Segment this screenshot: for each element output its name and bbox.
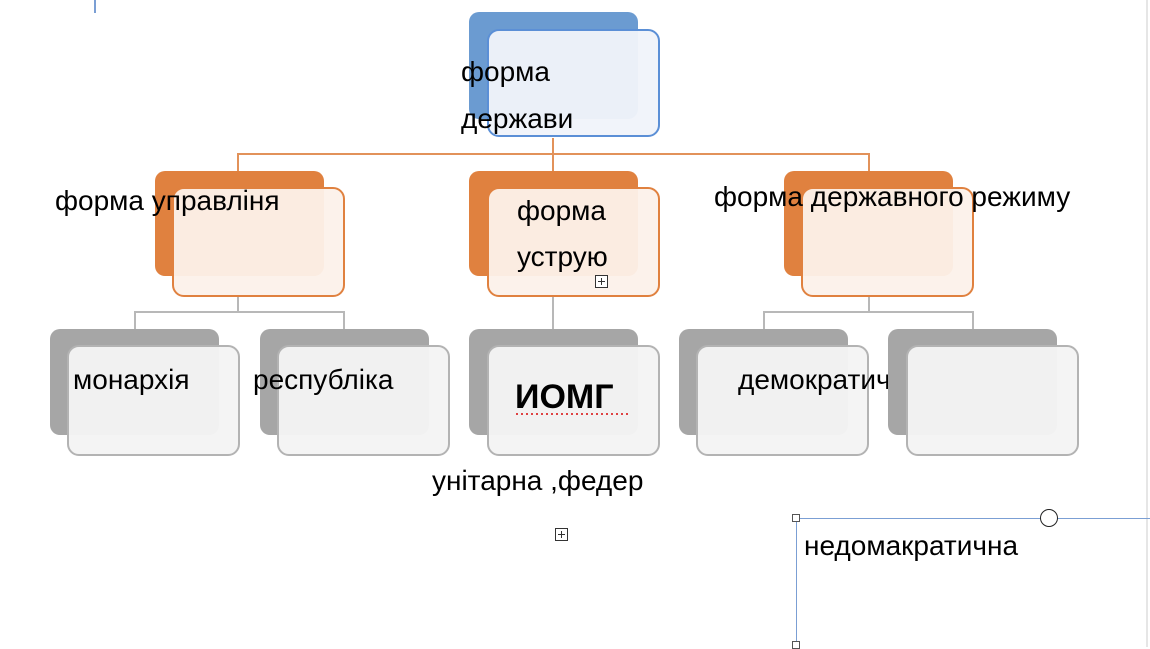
node-front — [487, 345, 660, 456]
floating-text: унітарна ,федер — [432, 465, 644, 496]
connector — [237, 153, 239, 171]
resize-handle-icon[interactable] — [792, 641, 800, 649]
textbox-border-top — [796, 518, 1150, 519]
node-label-1: форма — [517, 195, 607, 226]
node-front — [487, 187, 660, 297]
connector — [343, 311, 345, 329]
node-label-2: уструю — [517, 241, 608, 272]
node-front — [172, 187, 345, 297]
node-label: форма управліня — [55, 185, 280, 216]
connector — [552, 138, 554, 154]
connector — [134, 311, 345, 313]
node-front — [801, 187, 974, 297]
page-edge — [1146, 0, 1148, 647]
resize-handle-icon[interactable] — [792, 514, 800, 522]
node-front — [67, 345, 240, 456]
root-node-label-2: держави — [461, 103, 574, 134]
connector — [237, 297, 239, 312]
node-label: монархія — [73, 364, 190, 395]
node-label: форма державного режиму — [714, 181, 1071, 212]
connector — [868, 153, 870, 171]
node-label: ИОМГ — [515, 378, 614, 416]
connector — [868, 297, 870, 312]
expand-plus-icon[interactable] — [555, 528, 568, 541]
node-front — [696, 345, 869, 456]
cursor-mark — [94, 0, 96, 13]
expand-plus-icon[interactable] — [595, 275, 608, 288]
connector — [552, 297, 554, 329]
node-front — [277, 345, 450, 456]
connector — [763, 311, 974, 313]
root-node-front — [487, 29, 660, 137]
connector — [972, 311, 974, 329]
spellcheck-underline — [515, 412, 631, 416]
connector — [134, 311, 136, 329]
textbox-text: недомакратична — [804, 530, 1019, 561]
rotate-handle-icon[interactable] — [1040, 509, 1058, 527]
textbox-border-left — [796, 518, 797, 647]
node-front — [906, 345, 1079, 456]
connector — [552, 153, 554, 171]
node-label: республіка — [253, 364, 394, 395]
connector — [763, 311, 765, 329]
root-node-label-1: форма — [461, 56, 551, 87]
